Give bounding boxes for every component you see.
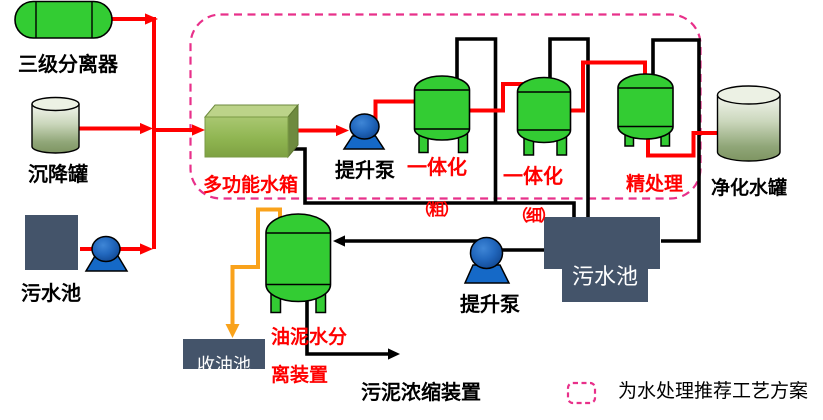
lift-pump-bottom-shape bbox=[463, 236, 511, 284]
arrowhead-oil-collection bbox=[225, 324, 240, 338]
label-integrated-coarse: 一体化 bbox=[407, 157, 467, 179]
label-oil-collection-pool: 收油池 bbox=[197, 355, 251, 369]
pipe-sludge-out bbox=[305, 296, 388, 356]
backwash-vessel3 bbox=[651, 38, 701, 243]
lift-pump-left-shape bbox=[84, 235, 129, 272]
multifunction-tank-shape bbox=[203, 103, 300, 159]
label-lift-pump-top: 提升泵 bbox=[335, 160, 395, 182]
label-sewage-pool-right: 污水池 bbox=[571, 264, 638, 289]
arrowhead-into-multitank bbox=[192, 124, 205, 136]
pipe-separator-to-collector bbox=[112, 17, 156, 249]
label-multifunction-tank: 多功能水箱 bbox=[203, 175, 299, 196]
label-sludge-thickening: 污泥浓缩装置 bbox=[361, 382, 481, 404]
pipe-pump-to-vessel1 bbox=[373, 99, 415, 122]
drain-multitank-to-pool bbox=[285, 147, 576, 217]
label-integrated-fine: 一体化 bbox=[503, 166, 563, 188]
arrowhead-sewage-line bbox=[140, 243, 153, 255]
legend-text: 为水处理推荐工艺方案 bbox=[618, 381, 809, 402]
purified-water-tank-shape bbox=[716, 85, 781, 162]
pipe-vessel3-to-purified-tank bbox=[646, 131, 720, 158]
orange-oil-line bbox=[225, 207, 282, 338]
label-fine-treatment: 精处理 bbox=[626, 174, 684, 195]
settling-tank-shape bbox=[31, 96, 80, 154]
sublabel-integrated-coarse: （粗） bbox=[415, 202, 459, 219]
legend-dashed-box bbox=[566, 381, 597, 405]
backwash-vessel1 bbox=[455, 37, 498, 203]
sewage-pool-left-shape bbox=[25, 215, 78, 270]
red-flow-arrowheads bbox=[140, 13, 349, 255]
fine-treatment-vessel-shape bbox=[617, 73, 674, 147]
integrated-fine-vessel-shape bbox=[516, 76, 572, 156]
arrowhead-settling-line bbox=[140, 122, 153, 135]
label-three-stage-separator: 三级分离器 bbox=[18, 54, 118, 76]
label-sewage-pool-left: 污水池 bbox=[21, 283, 81, 305]
integrated-coarse-vessel-shape bbox=[413, 75, 471, 154]
black-arrowheads bbox=[333, 235, 400, 360]
label-settling-tank: 沉降罐 bbox=[28, 164, 88, 186]
label-oil-sludge-separator-line1: 油泥水分 bbox=[271, 327, 348, 348]
pipe-vessel2-to-vessel3 bbox=[570, 60, 647, 113]
pipe-oil-to-collection bbox=[230, 207, 282, 325]
arrowhead-into-oil-separator bbox=[333, 235, 345, 247]
backwash-vessel2 bbox=[548, 37, 590, 218]
arrowhead-separator-line bbox=[145, 13, 158, 25]
pipe-vessel1-to-vessel2 bbox=[469, 82, 523, 113]
label-oil-sludge-separator-line2: 离装置 bbox=[271, 365, 329, 386]
label-purified-water-tank: 净化水罐 bbox=[711, 178, 788, 199]
arrowhead-sludge-out bbox=[388, 348, 400, 360]
sublabel-integrated-fine: （细） bbox=[512, 208, 556, 225]
arrowhead-into-pump bbox=[336, 124, 349, 137]
sewage-pool-right-shape bbox=[544, 217, 660, 302]
oil-sludge-separator-vessel-shape bbox=[265, 213, 332, 314]
lift-pump-top-shape bbox=[342, 113, 386, 150]
oil-collection-pool-shape bbox=[183, 339, 265, 369]
label-lift-pump-bottom: 提升泵 bbox=[460, 294, 520, 316]
three-stage-separator-shape bbox=[14, 0, 113, 39]
